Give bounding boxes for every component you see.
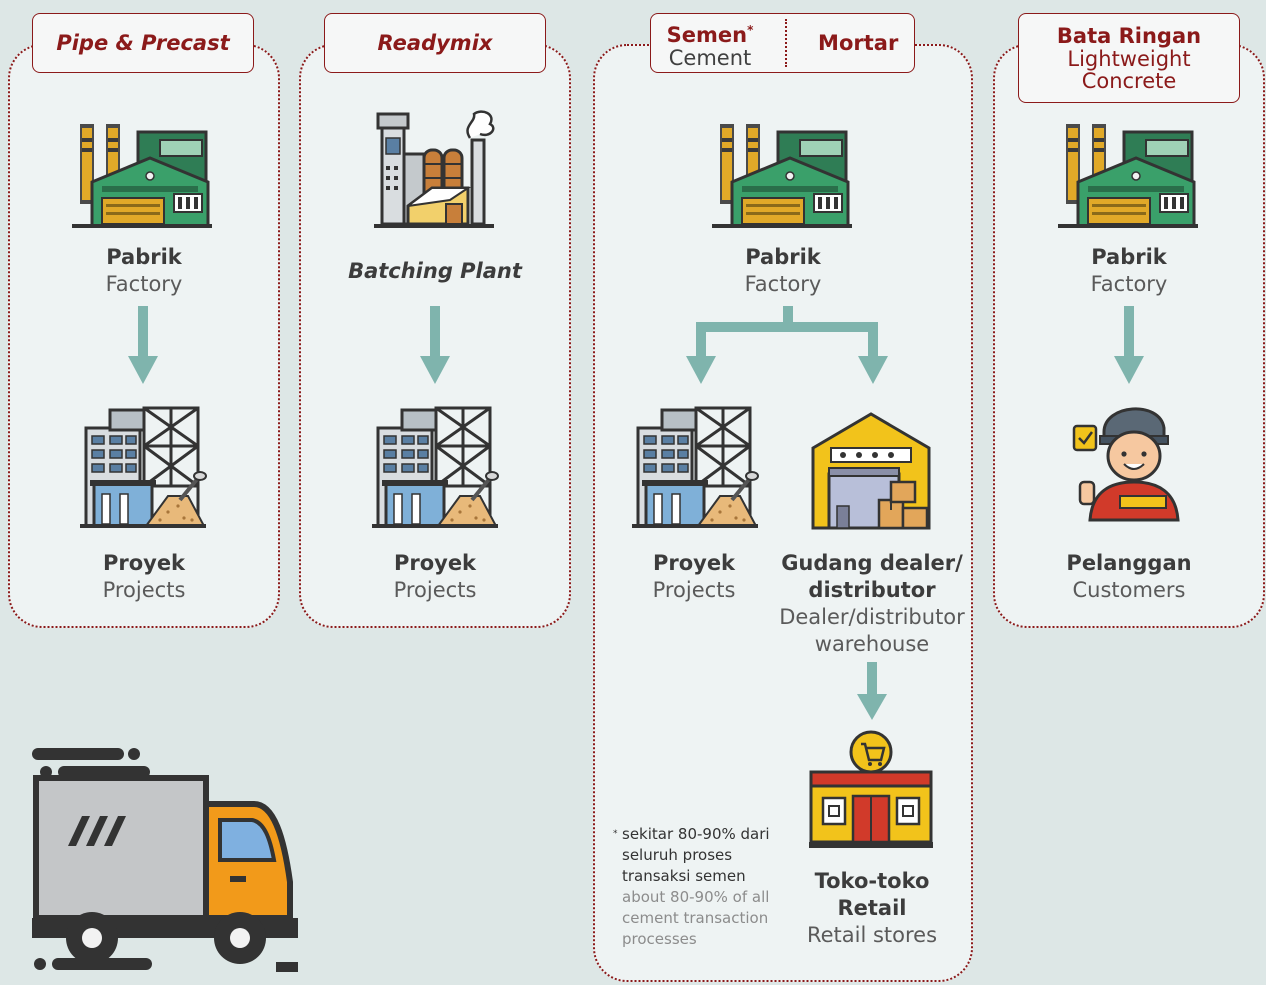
construction-project-icon [632,406,760,530]
node-warehouse-label: Gudang dealer/distributor Dealer/distrib… [779,551,965,656]
tag-mortar: Mortar [818,31,899,55]
retail-store-icon [809,730,935,850]
customer-icon [1072,407,1180,522]
tag-label: Pipe & Precast [56,31,230,55]
tag-label: Readymix [377,31,493,55]
node-batching-plant-label: Batching Plant [348,259,522,283]
factory-icon [1058,122,1200,230]
tag-divider [784,19,787,67]
flow-arrow [857,662,887,720]
warehouse-icon [811,412,931,530]
tag-pipe-precast: Pipe & Precast [32,13,254,73]
tag-readymix: Readymix [324,13,546,73]
factory-icon [712,122,854,230]
flow-arrow [420,306,450,384]
branch-connector [686,306,888,384]
batching-plant-icon [372,110,496,230]
construction-project-icon [372,406,500,530]
delivery-truck-icon [32,748,298,972]
flow-arrow [1114,306,1144,384]
cement-footnote: * sekitar 80-90% dari seluruh proses tra… [613,825,770,948]
tag-cement: Semen* Cement [666,22,754,70]
tag-lightweight-concrete: Bata Ringan Lightweight Concrete [1018,13,1240,103]
construction-project-icon [80,406,208,530]
factory-icon [72,122,214,230]
tag-cement-mortar: Semen* Cement Mortar [650,13,915,73]
flow-arrow [128,306,158,384]
